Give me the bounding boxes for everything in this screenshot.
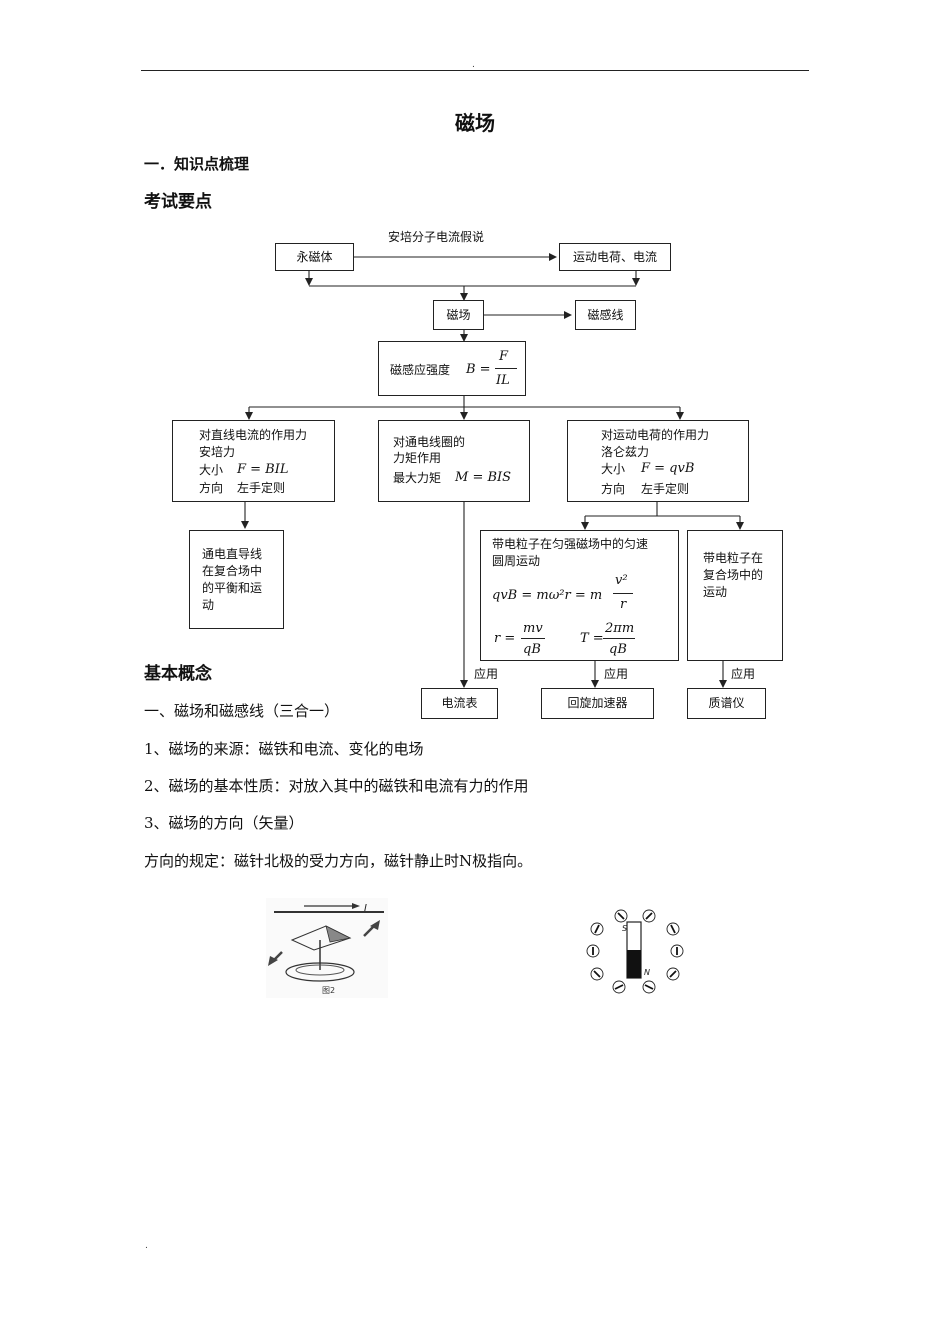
field-lines-box: 磁感线 (575, 300, 636, 330)
straight-wire-box: 通电直导线 在复合场中 的平衡和运 动 (189, 530, 284, 629)
magnetic-field-box: 磁场 (433, 300, 484, 330)
compound-field-line2: 复合场中的 (703, 568, 764, 582)
magnetic-induction-box: 磁感应强度 B = F IL (378, 341, 526, 396)
b-formula-lhs: B = (466, 362, 491, 377)
fraction-bar (521, 638, 545, 639)
header-dot: . (472, 60, 475, 70)
period-formula-denominator: qB (609, 642, 627, 657)
apply-label-cyclotron: 应用 (604, 667, 629, 681)
moving-charge-box: 运动电荷、电流 (559, 243, 671, 271)
compound-field-line3: 运动 (703, 585, 728, 599)
footer-dot: . (145, 1241, 148, 1251)
ammeter-box: 电流表 (421, 688, 498, 719)
paragraph-1: 一、磁场和磁感线（三合一） (144, 702, 340, 720)
flow-connectors (241, 253, 744, 688)
mass-spectrometer-box: 质谱仪 (687, 688, 766, 719)
figure-caption: 图2 (322, 986, 335, 995)
ampere-direction-label: 方向 (199, 481, 224, 495)
max-torque-formula: M = BIS (455, 470, 512, 485)
straight-wire-line1: 通电直导线 (202, 547, 263, 561)
bar-magnet-figure: S N (586, 909, 684, 994)
field-lines-label: 磁感线 (587, 307, 624, 322)
permanent-magnet-label: 永磁体 (296, 249, 333, 264)
straight-wire-line3: 的平衡和运 (202, 581, 263, 595)
fraction-bar (603, 638, 635, 639)
lorentz-magnitude-label: 大小 (601, 462, 626, 476)
circular-motion-equation: qvB = mω²r = m (492, 588, 603, 603)
ampere-force-box: 对直线电流的作用力 安培力 大小 F = BIL 方向 左手定则 (172, 420, 335, 502)
ampere-hypothesis-label: 安培分子电流假说 (388, 230, 485, 244)
ampere-magnitude-label: 大小 (199, 463, 224, 477)
current-label: I (364, 903, 367, 914)
lorentz-formula: F = qvB (641, 461, 695, 476)
paragraph-3: 2、磁场的基本性质：对放入其中的磁铁和电流有力的作用 (144, 777, 529, 795)
lorentz-direction-label: 方向 (601, 482, 626, 496)
wire-compass-figure: I 图2 (266, 898, 388, 998)
paragraph-5: 方向的规定：磁针北极的受力方向，磁针静止时N极指向。 (144, 852, 533, 870)
period-formula-numerator: 2πm (605, 621, 635, 636)
straight-wire-line2: 在复合场中 (202, 564, 263, 578)
header-rule (141, 70, 809, 71)
n-pole-label: N (644, 968, 650, 977)
period-formula-lhs: T = (580, 631, 604, 646)
fraction-bar (495, 368, 517, 369)
lorentz-force-box: 对运动电荷的作用力 洛仑兹力 大小 F = qvB 方向 左手定则 (567, 420, 749, 502)
paragraph-2: 1、磁场的来源：磁铁和电流、变化的电场 (144, 740, 424, 758)
max-torque-label: 最大力矩 (393, 471, 442, 485)
s-pole-label: S (622, 924, 627, 933)
torque-subtitle: 力矩作用 (393, 451, 442, 465)
exam-points-heading: 考试要点 (144, 192, 212, 212)
circular-motion-title: 带电粒子在匀强磁场中的匀速 (492, 537, 649, 551)
magnetic-induction-label: 磁感应强度 (390, 363, 451, 377)
basic-concepts-heading: 基本概念 (144, 664, 212, 684)
ampere-direction-rule: 左手定则 (237, 481, 286, 495)
torque-title: 对通电线圈的 (393, 435, 466, 449)
apply-label-mass-spec: 应用 (731, 667, 756, 681)
lorentz-force-name: 洛仑兹力 (601, 445, 650, 459)
circular-motion-box: 带电粒子在匀强磁场中的匀速 圆周运动 qvB = mω²r = m v² r r… (480, 530, 679, 661)
circular-motion-subtitle: 圆周运动 (492, 554, 541, 568)
mass-spectrometer-label: 质谱仪 (708, 696, 745, 710)
ampere-force-name: 安培力 (199, 445, 236, 459)
radius-formula-numerator: mv (523, 621, 543, 636)
eq1-denominator: r (620, 597, 627, 612)
section-heading: 一．知识点梳理 (144, 155, 250, 173)
magnetic-field-label: 磁场 (446, 307, 471, 322)
straight-wire-line4: 动 (202, 598, 215, 612)
radius-formula-denominator: qB (523, 642, 541, 657)
ammeter-label: 电流表 (441, 696, 478, 710)
apply-label-ammeter: 应用 (474, 667, 499, 681)
cyclotron-box: 回旋加速器 (541, 688, 654, 719)
cyclotron-label: 回旋加速器 (567, 696, 628, 710)
eq1-numerator: v² (615, 573, 628, 588)
ampere-force-title: 对直线电流的作用力 (199, 428, 308, 442)
lorentz-direction-rule: 左手定则 (641, 482, 690, 496)
lorentz-force-title: 对运动电荷的作用力 (601, 428, 710, 442)
compound-field-line1: 带电粒子在 (703, 551, 764, 565)
ampere-formula: F = BIL (237, 462, 289, 477)
radius-formula-lhs: r = (494, 631, 516, 646)
torque-box: 对通电线圈的 力矩作用 最大力矩 M = BIS (378, 420, 530, 502)
moving-charge-label: 运动电荷、电流 (572, 249, 657, 264)
b-formula-numerator: F (499, 349, 509, 364)
permanent-magnet-box: 永磁体 (275, 243, 354, 271)
page-title: 磁场 (455, 111, 495, 135)
b-formula-denominator: IL (496, 373, 510, 388)
fraction-bar (613, 593, 633, 594)
paragraph-4: 3、磁场的方向（矢量） (144, 814, 304, 832)
compound-field-box: 带电粒子在 复合场中的 运动 (687, 530, 783, 661)
